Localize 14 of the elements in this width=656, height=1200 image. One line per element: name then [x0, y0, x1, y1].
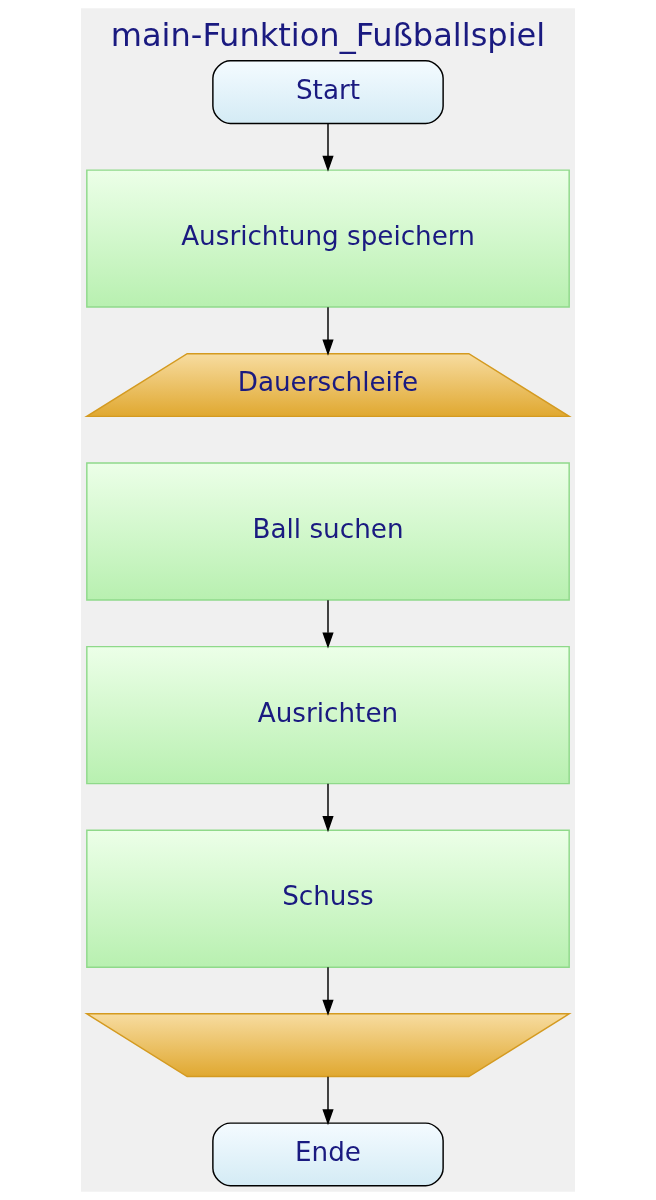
arrow	[322, 1076, 334, 1126]
arrow	[322, 966, 334, 1016]
arrow	[322, 306, 334, 356]
node-box: Ende	[212, 1122, 444, 1187]
arrow	[322, 783, 334, 833]
arrow	[322, 123, 334, 172]
diagram-title: main-Funktion_Fußballspiel	[110, 15, 546, 54]
node-box: Ausrichtung speichern	[86, 169, 570, 308]
node-trapezium	[84, 1013, 572, 1078]
node-box: Start	[212, 60, 444, 125]
node-box: Ausrichten	[86, 645, 570, 785]
node-box: Ball suchen	[86, 462, 570, 601]
arrow	[322, 599, 334, 649]
node-box: Schuss	[86, 829, 570, 968]
